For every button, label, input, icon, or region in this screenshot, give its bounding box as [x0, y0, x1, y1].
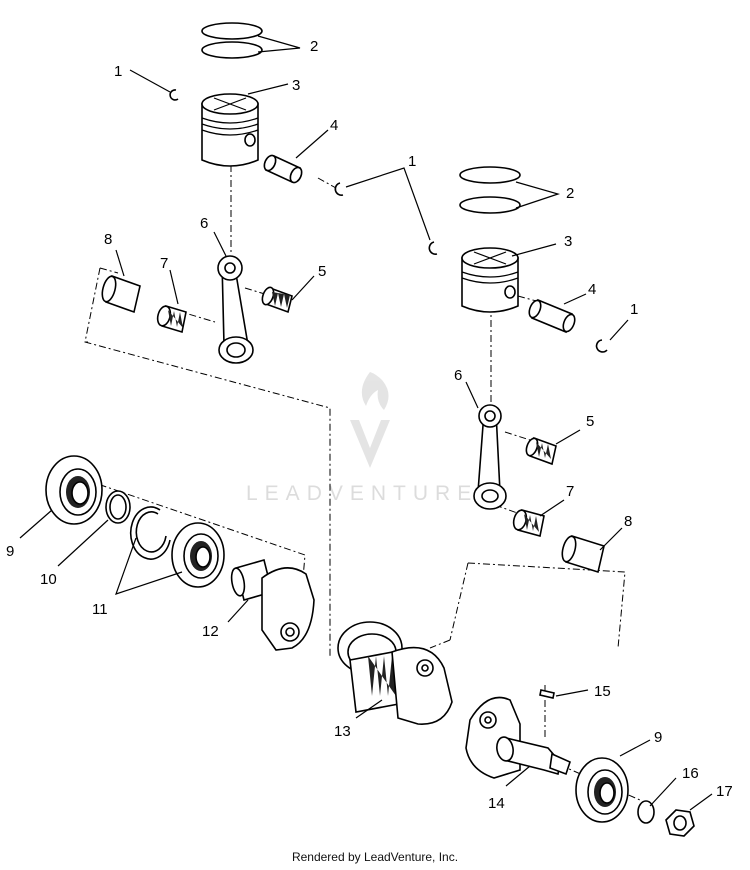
needle-bearing-left [156, 304, 187, 334]
hex-nut [665, 809, 695, 837]
washer-right [637, 800, 655, 824]
callout-numbers: 2 1 3 4 1 6 8 7 5 2 3 4 1 6 5 7 8 9 10 1… [6, 38, 733, 812]
callout-15: 15 [594, 683, 611, 700]
callout-8b: 8 [624, 513, 632, 530]
callout-2b: 2 [566, 185, 574, 202]
callout-6b: 6 [454, 367, 462, 384]
needle-bearing-small-right [525, 436, 557, 466]
piston-rings-left [201, 22, 263, 59]
callout-1a: 1 [114, 63, 122, 80]
piston-pin-right [528, 298, 576, 334]
circlip-right-top [428, 241, 438, 255]
ball-bearing-right [575, 757, 629, 823]
piston-right [461, 247, 519, 313]
leader-lines [19, 35, 713, 811]
piston-pin-left [263, 154, 303, 184]
needle-bearing-right [512, 509, 545, 537]
callout-16: 16 [682, 765, 699, 782]
callout-10: 10 [40, 571, 57, 588]
connecting-rod-left [217, 255, 254, 364]
callout-4b: 4 [588, 281, 596, 298]
callout-4a: 4 [330, 117, 338, 134]
callout-6a: 6 [200, 215, 208, 232]
crank-pin-left [101, 274, 141, 314]
snap-ring-small-left [105, 490, 131, 524]
crankshaft-half-right [465, 696, 571, 779]
exploded-parts-diagram: LEADVENTURE [6, 22, 733, 837]
callout-9a: 9 [6, 543, 14, 560]
callout-3a: 3 [292, 77, 300, 94]
callout-5b: 5 [586, 413, 594, 430]
callout-3b: 3 [564, 233, 572, 250]
callout-1c: 1 [630, 301, 638, 318]
crank-pin-right [561, 534, 605, 574]
callout-11: 11 [92, 601, 108, 618]
watermark-text: LEADVENTURE [246, 482, 478, 505]
circlip-right-side [595, 339, 608, 353]
piston-rings-right [459, 166, 521, 214]
callout-12: 12 [202, 623, 219, 640]
ball-bearing-left [45, 455, 103, 525]
callout-1b: 1 [408, 153, 416, 170]
crankshaft-half-left [230, 559, 315, 651]
callout-5a: 5 [318, 263, 326, 280]
needle-bearing-small-left [261, 286, 293, 314]
footer-credit: Rendered by LeadVenture, Inc. [291, 850, 459, 864]
circlip-left-mid [334, 182, 344, 196]
ball-bearing-center-left [171, 522, 225, 588]
connecting-rod-right [473, 404, 507, 510]
callout-7a: 7 [160, 255, 168, 272]
leadventure-watermark: LEADVENTURE [246, 372, 478, 505]
callout-14: 14 [488, 795, 505, 812]
callout-13: 13 [334, 723, 351, 740]
woodruff-key [539, 689, 555, 699]
callout-17: 17 [716, 783, 733, 800]
callout-7b: 7 [566, 483, 574, 500]
callout-8a: 8 [104, 231, 112, 248]
crankshaft-assembly [337, 621, 453, 725]
piston-left [201, 93, 259, 167]
circlip-left-top [169, 89, 179, 101]
callout-9b: 9 [654, 729, 662, 746]
c-ring-left [129, 506, 171, 560]
callout-2a: 2 [310, 38, 318, 55]
